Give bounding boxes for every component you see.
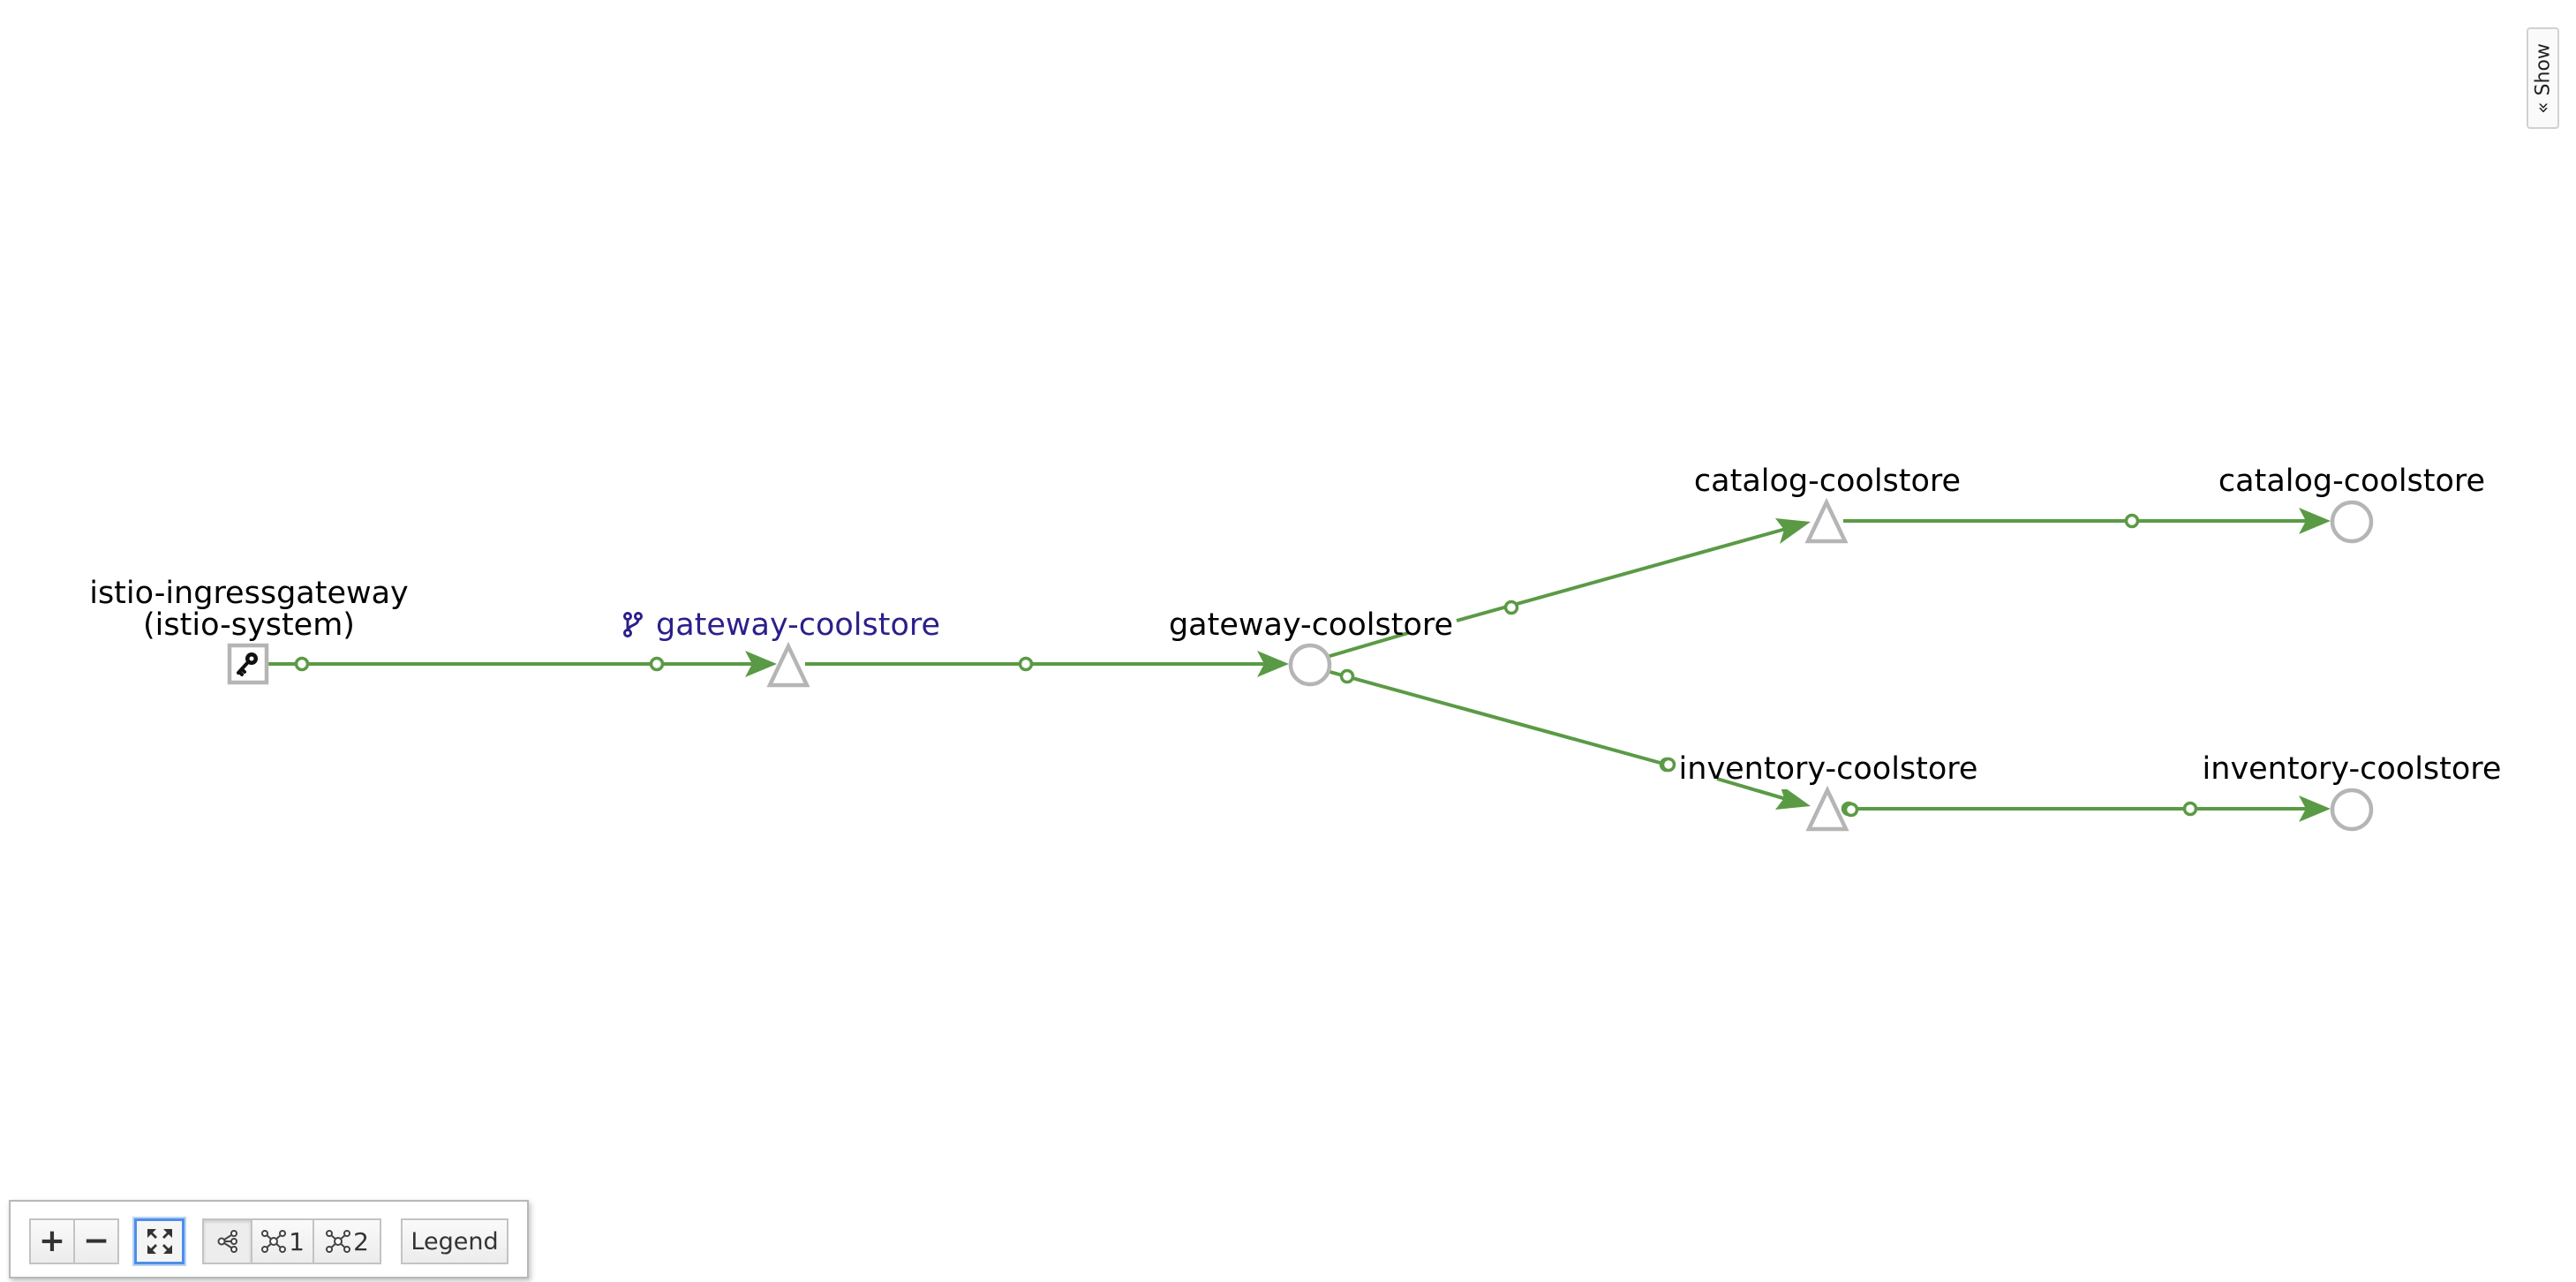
- node-label: catalog-coolstore: [2218, 464, 2485, 499]
- edge-target-dot: [649, 656, 665, 672]
- edge-inventory-service-to-workload[interactable]: [1841, 796, 2331, 822]
- legend-button[interactable]: Legend: [401, 1218, 508, 1264]
- edge-dot: [2124, 513, 2140, 529]
- layout-default-icon: [217, 1230, 237, 1253]
- workload-circle: [2330, 788, 2374, 832]
- legend-button-label: Legend: [411, 1227, 499, 1256]
- node-label: istio-ingressgateway: [89, 576, 409, 611]
- layout-2-button[interactable]: 2: [313, 1218, 381, 1264]
- branch-icon: [623, 612, 643, 637]
- node-catalog-service[interactable]: catalog-coolstore: [1694, 464, 1961, 544]
- edge-dot: [1661, 757, 1676, 773]
- node-catalog-workload[interactable]: catalog-coolstore: [2218, 464, 2485, 544]
- show-side-panel-button[interactable]: « Show: [2527, 27, 2559, 129]
- service-triangle: [1804, 497, 1849, 544]
- layout-2-label: 2: [353, 1226, 369, 1256]
- zoom-out-button[interactable]: −: [73, 1218, 119, 1264]
- node-label: gateway-coolstore: [656, 607, 940, 643]
- workload-circle: [2330, 500, 2374, 544]
- node-label: catalog-coolstore: [1694, 464, 1961, 499]
- node-sublabel: (istio-system): [143, 607, 355, 643]
- edge-dot: [1843, 802, 1859, 818]
- label-background: [1670, 749, 1988, 789]
- show-side-panel-label: « Show: [2532, 42, 2554, 114]
- edges: [267, 508, 2331, 822]
- node-inventory-service[interactable]: inventory-coolstore: [1661, 749, 1989, 832]
- edge-dot: [1503, 600, 1519, 615]
- layout-1-button[interactable]: 1: [251, 1218, 314, 1264]
- edge-gateway-to-catalog-service[interactable]: [1326, 518, 1811, 659]
- plus-icon: +: [38, 1223, 66, 1259]
- service-triangle: [1805, 785, 1849, 832]
- edge-ingress-to-gateway-service[interactable]: [267, 651, 777, 677]
- layout-cluster-icon: [326, 1230, 351, 1253]
- edge-dot: [2182, 801, 2198, 817]
- edge-catalog-service-to-workload[interactable]: [1843, 508, 2331, 534]
- edge-source-dot: [294, 656, 310, 672]
- node-label: inventory-coolstore: [1679, 751, 1978, 787]
- layout-default-button[interactable]: [202, 1218, 252, 1264]
- node-label: gateway-coolstore: [1169, 607, 1453, 643]
- minus-icon: −: [82, 1223, 110, 1259]
- edge-dot: [1339, 668, 1355, 684]
- service-triangle: [766, 641, 810, 688]
- key-icon: [237, 652, 258, 676]
- edge-segment: [1716, 777, 1793, 803]
- fit-to-screen-button[interactable]: [134, 1218, 185, 1264]
- node-istio-ingressgateway[interactable]: istio-ingressgateway (istio-system): [89, 576, 409, 685]
- node-gateway-workload[interactable]: gateway-coolstore: [1169, 607, 1453, 687]
- graph-toolbar: + − 1: [9, 1200, 529, 1278]
- edge-gateway-service-to-workload[interactable]: [805, 651, 1289, 677]
- zoom-in-button[interactable]: +: [29, 1218, 75, 1264]
- node-inventory-workload[interactable]: inventory-coolstore: [2203, 751, 2502, 832]
- edge-dot: [1018, 656, 1034, 672]
- layout-1-label: 1: [289, 1226, 305, 1256]
- node-label: inventory-coolstore: [2203, 751, 2502, 787]
- layout-cluster-icon: [261, 1230, 287, 1253]
- node-gateway-service[interactable]: gateway-coolstore: [623, 607, 941, 688]
- expand-icon: [147, 1229, 172, 1254]
- workload-circle: [1288, 643, 1332, 687]
